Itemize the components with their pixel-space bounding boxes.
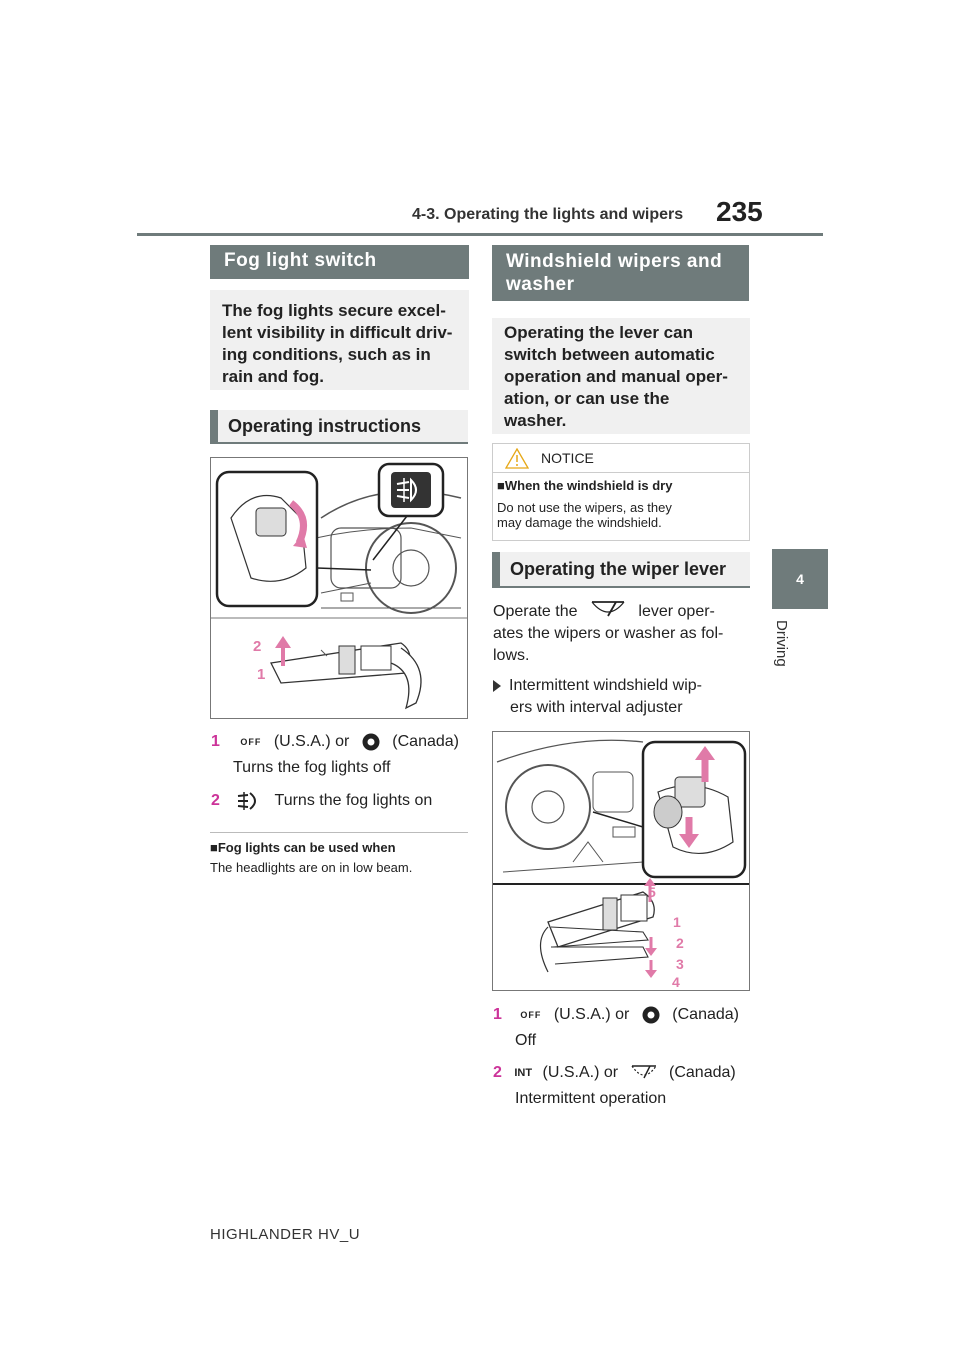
divider bbox=[210, 832, 468, 833]
chapter-tab: 4 bbox=[772, 549, 828, 609]
figure-label: 1 bbox=[257, 666, 266, 683]
wipers-intro-line: washer. bbox=[504, 411, 567, 430]
step-text: (U.S.A.) or bbox=[553, 1006, 630, 1024]
step-text: (U.S.A.) or bbox=[273, 733, 350, 751]
notice-text: Do not use the wipers, as they may damag… bbox=[497, 500, 672, 530]
figure-label: 2 bbox=[676, 935, 684, 951]
paragraph-text: ates the wipers or washer as fol- bbox=[493, 625, 724, 642]
step-text: (U.S.A.) or bbox=[542, 1064, 619, 1082]
fog-switch-illustration: 2 1 bbox=[210, 457, 468, 719]
wiper-step-2: 2 INT (U.S.A.) or (Canada) bbox=[493, 1062, 758, 1084]
figure-label: 4 bbox=[672, 974, 680, 990]
notice-header: NOTICE bbox=[493, 444, 749, 473]
fog-light-icon bbox=[238, 792, 257, 810]
off-icon: OFF bbox=[240, 737, 262, 747]
wipers-intro-line: ation, or can use the bbox=[504, 389, 670, 408]
header-rule bbox=[137, 233, 823, 236]
warning-icon bbox=[505, 448, 529, 469]
canada-off-icon bbox=[642, 1006, 660, 1024]
step-text: (Canada) bbox=[669, 1064, 736, 1082]
fog-note-text: The headlights are on in low beam. bbox=[210, 860, 413, 875]
wipers-intro-line: operation and manual oper- bbox=[504, 367, 728, 386]
wipers-title-line: washer bbox=[506, 274, 575, 295]
notice-label: NOTICE bbox=[541, 450, 594, 466]
fog-intro-line: ing conditions, such as in bbox=[222, 345, 431, 364]
wiper-lever-drawing bbox=[493, 739, 749, 978]
step-description: Turns the fog lights off bbox=[233, 759, 391, 776]
step-number: 1 bbox=[211, 733, 220, 751]
bullet-text: ers with interval adjuster bbox=[510, 699, 683, 716]
wiper-paragraph: Operate the lever oper- ates the wipers … bbox=[493, 600, 758, 667]
notice-text-line: Do not use the wipers, as they bbox=[497, 500, 672, 515]
step-number: 2 bbox=[211, 792, 220, 810]
figure-label: 3 bbox=[676, 956, 684, 972]
wiper-step-1: 1 OFF (U.S.A.) or (Canada) bbox=[493, 1004, 758, 1026]
wiper-icon bbox=[591, 600, 625, 617]
wipers-intro-box: Operating the lever can switch between a… bbox=[492, 318, 750, 434]
fog-intro-line: The fog lights secure excel- bbox=[222, 301, 446, 320]
wiper-lever-illustration: 5 1 2 3 4 bbox=[492, 731, 750, 991]
wipers-title: Windshield wipers and washer bbox=[492, 245, 749, 301]
step-number: 1 bbox=[493, 1006, 502, 1024]
wipers-intro-line: switch between automatic bbox=[504, 345, 715, 364]
figure-label: 2 bbox=[253, 638, 262, 655]
step-description: Off bbox=[515, 1032, 537, 1049]
step-description: Turns the fog lights on bbox=[274, 792, 433, 810]
paragraph-text: lever oper- bbox=[638, 603, 715, 620]
page-number: 235 bbox=[716, 196, 763, 227]
fog-intro-line: rain and fog. bbox=[222, 367, 324, 386]
section-title: 4-3. Operating the lights and wipers bbox=[412, 206, 684, 223]
fog-step-2: 2 Turns the fog lights on bbox=[211, 790, 432, 812]
chapter-label: Driving bbox=[773, 620, 790, 667]
fog-note-heading: ■Fog lights can be used when bbox=[210, 840, 396, 855]
notice-box: NOTICE ■When the windshield is dry Do no… bbox=[492, 443, 750, 541]
step-text: (Canada) bbox=[392, 733, 459, 751]
chapter-number: 4 bbox=[796, 571, 804, 587]
step-description: Intermittent operation bbox=[515, 1090, 667, 1107]
step-text: (Canada) bbox=[672, 1006, 739, 1024]
step-number: 2 bbox=[493, 1064, 502, 1082]
wipers-intro-line: Operating the lever can bbox=[504, 323, 693, 342]
notice-text-line: may damage the windshield. bbox=[497, 515, 662, 530]
fog-switch-drawing bbox=[211, 462, 467, 710]
fog-intro-box: The fog lights secure excel- lent visibi… bbox=[210, 290, 469, 390]
bullet-text: Intermittent windshield wip- bbox=[509, 677, 702, 694]
off-icon: OFF bbox=[520, 1010, 542, 1020]
bullet-arrow-icon bbox=[493, 679, 501, 692]
canada-off-icon bbox=[362, 733, 380, 751]
figure-label: 5 bbox=[648, 884, 656, 900]
intermittent-wiper-icon bbox=[631, 1065, 657, 1079]
int-icon: INT bbox=[514, 1067, 533, 1079]
paragraph-text: Operate the bbox=[493, 603, 578, 620]
fog-intro-line: lent visibility in difficult driv- bbox=[222, 323, 453, 342]
wiper-lever-heading: Operating the wiper lever bbox=[492, 552, 750, 588]
fog-light-title: Fog light switch bbox=[210, 245, 469, 279]
wipers-title-line: Windshield wipers and bbox=[506, 251, 723, 272]
fog-step-1: 1 OFF (U.S.A.) or (Canada) bbox=[211, 731, 476, 753]
operating-instructions-heading: Operating instructions bbox=[210, 410, 468, 444]
footer-model: HIGHLANDER HV_U bbox=[210, 1226, 361, 1243]
notice-heading: ■When the windshield is dry bbox=[497, 478, 673, 493]
bullet-item: Intermittent windshield wip- bbox=[493, 675, 702, 697]
paragraph-text: lows. bbox=[493, 647, 530, 664]
figure-label: 1 bbox=[673, 914, 681, 930]
